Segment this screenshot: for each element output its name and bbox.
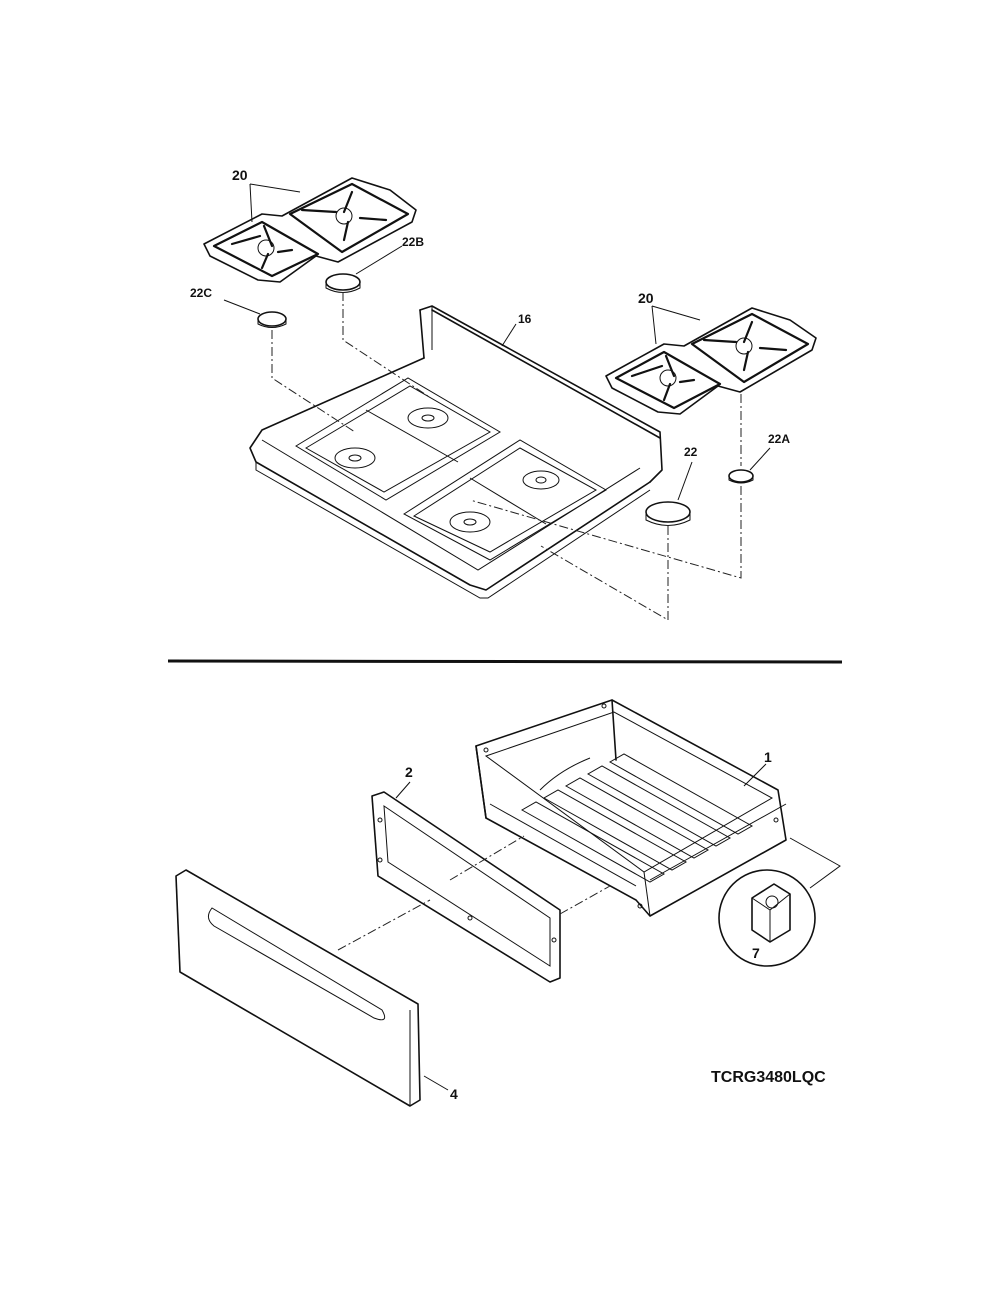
label-cap-22c: 22C (190, 286, 212, 300)
label-cooktop: 16 (518, 312, 532, 326)
burner-right-front (449, 511, 491, 533)
label-roller: 7 (752, 945, 760, 961)
alignment-lines-bottom (337, 835, 611, 951)
burner-left-front (334, 447, 376, 469)
burner-cap-22c (257, 311, 287, 328)
label-drawer-body: 1 (764, 749, 772, 765)
drawer-body-part-1 (475, 699, 787, 917)
roller-detail-part-7 (718, 837, 841, 967)
model-number: TCRG3480LQC (711, 1069, 826, 1086)
alignment-lines-top (271, 292, 742, 621)
drawer-frame-part-2 (371, 791, 561, 983)
cooktop-assembly: 20 20 22B 22C 16 22 22A (190, 167, 817, 621)
label-cap-22b: 22B (402, 235, 424, 249)
leader-lines-bottom (395, 763, 767, 1091)
leader-lines-top (223, 183, 771, 501)
label-drawer-frame: 2 (405, 764, 413, 780)
burner-right-rear (522, 470, 560, 490)
grate-left-pair (203, 177, 417, 283)
drawer-front-part-4 (175, 869, 421, 1107)
label-drawer-front: 4 (450, 1086, 458, 1102)
label-cap-22: 22 (684, 445, 698, 459)
burner-cap-22 (645, 501, 691, 526)
section-divider (167, 659, 843, 664)
burner-cap-22b (325, 273, 361, 293)
burner-left-rear (407, 407, 449, 429)
cooktop-part-16 (249, 305, 663, 599)
drawer-assembly: 1 2 4 7 (175, 699, 841, 1107)
burner-cap-22a (728, 469, 754, 484)
label-grate-right: 20 (638, 290, 654, 306)
label-grate-left: 20 (232, 167, 248, 183)
grate-right-pair (605, 307, 817, 415)
label-cap-22a: 22A (768, 432, 790, 446)
